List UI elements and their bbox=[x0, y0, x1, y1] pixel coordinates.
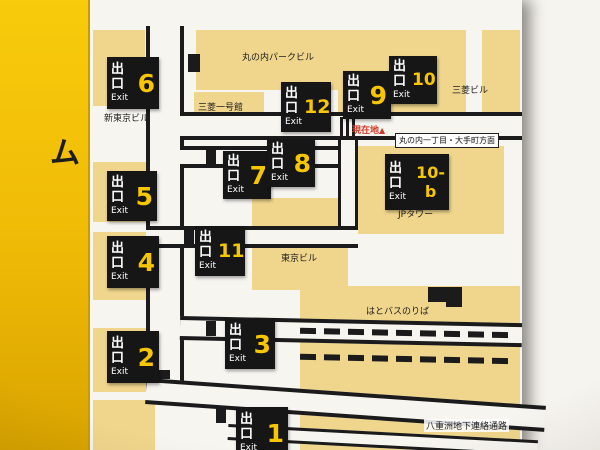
exit-number: 7 bbox=[249, 160, 267, 190]
exit-en-label: Exit bbox=[111, 205, 129, 216]
pillar-partial-text: ム bbox=[50, 136, 80, 171]
label-shin-tokyo: 新東京ビル bbox=[104, 114, 150, 124]
exit-en-label: Exit bbox=[199, 260, 217, 271]
road-center-vertical bbox=[338, 140, 358, 240]
exit-number: 8 bbox=[293, 148, 311, 178]
stair-icon-6 bbox=[158, 370, 170, 379]
exit-en-label: Exit bbox=[227, 184, 245, 195]
exit-jp-label: 出口 bbox=[393, 58, 407, 89]
exit-number: 2 bbox=[137, 342, 155, 372]
exit-jp-label: 出口 bbox=[229, 322, 243, 353]
exit-jp-label: 出口 bbox=[285, 85, 299, 116]
exit-number: 10-b bbox=[416, 163, 445, 201]
exit-jp-label: 出口 bbox=[347, 73, 361, 104]
label-mitsubishi-ichigokan: 三菱一号館 bbox=[198, 103, 244, 113]
exit-number: 4 bbox=[137, 247, 155, 277]
exit-number: 11 bbox=[218, 240, 245, 262]
exit-en-label: Exit bbox=[347, 104, 365, 115]
current-location-label: 現在地 bbox=[352, 126, 380, 136]
label-marunouchi-park: 丸の内パークビル bbox=[242, 53, 315, 63]
exit-en-label: Exit bbox=[285, 116, 303, 127]
direction-label: 丸の内一丁目・大手町方面 bbox=[395, 133, 499, 148]
label-hato-bus: はとバスのりば bbox=[366, 307, 430, 317]
exit-jp-label: 出口 bbox=[111, 174, 125, 205]
stair-icon-1 bbox=[188, 54, 200, 72]
location-triangle-icon: ▲ bbox=[379, 126, 386, 135]
exit-jp-label: 出口 bbox=[240, 411, 254, 442]
exit-number: 10 bbox=[412, 70, 436, 90]
exit-number: 12 bbox=[304, 96, 331, 118]
exit-jp-label: 出口 bbox=[271, 141, 285, 172]
label-jp-tower: JPタワー bbox=[398, 210, 434, 220]
crosswalk-mark bbox=[340, 117, 356, 136]
stair-icon-4 bbox=[206, 321, 216, 336]
yellow-pillar-strip: ム bbox=[0, 0, 90, 450]
building-bottom-left-block bbox=[93, 400, 155, 450]
road-middle-horizontal bbox=[146, 226, 358, 248]
exit-jp-label: 出口 bbox=[111, 335, 125, 366]
exit-jp-label: 出口 bbox=[199, 229, 213, 260]
building-right-edge-block bbox=[482, 30, 520, 122]
exit-en-label: Exit bbox=[393, 89, 411, 100]
exit-jp-label: 出口 bbox=[111, 61, 125, 92]
exit-en-label: Exit bbox=[111, 271, 129, 282]
wall-background bbox=[522, 0, 600, 450]
exit-jp-label: 出口 bbox=[111, 240, 125, 271]
stair-icon-3 bbox=[184, 230, 194, 245]
exit-number: 5 bbox=[135, 181, 153, 211]
exit-en-label: Exit bbox=[111, 366, 129, 377]
exit-number: 9 bbox=[369, 80, 387, 110]
label-yaesu-passage: 八重洲地下連絡通路 bbox=[424, 419, 510, 432]
building-marunouchi-park-block bbox=[196, 30, 338, 90]
exit-en-label: Exit bbox=[389, 191, 407, 202]
exit-en-label: Exit bbox=[271, 172, 289, 183]
label-tokyo-building: 東京ビル bbox=[281, 254, 318, 264]
exit-jp-label: 出口 bbox=[389, 160, 403, 191]
exit-en-label: Exit bbox=[229, 353, 247, 364]
exit-number: 6 bbox=[137, 68, 155, 98]
stair-icon-5 bbox=[216, 408, 226, 423]
exit-number: 1 bbox=[266, 418, 284, 448]
current-location-marker: 現在地▲ bbox=[352, 123, 385, 136]
exit-en-label: Exit bbox=[111, 92, 129, 103]
stair-icon-2 bbox=[206, 150, 216, 166]
exit-number: 3 bbox=[253, 329, 271, 359]
label-mitsubishi: 三菱ビル bbox=[452, 86, 489, 96]
exit-jp-label: 出口 bbox=[227, 153, 241, 184]
exit-en-label: Exit bbox=[240, 442, 258, 450]
structure-icon-small bbox=[446, 298, 462, 307]
